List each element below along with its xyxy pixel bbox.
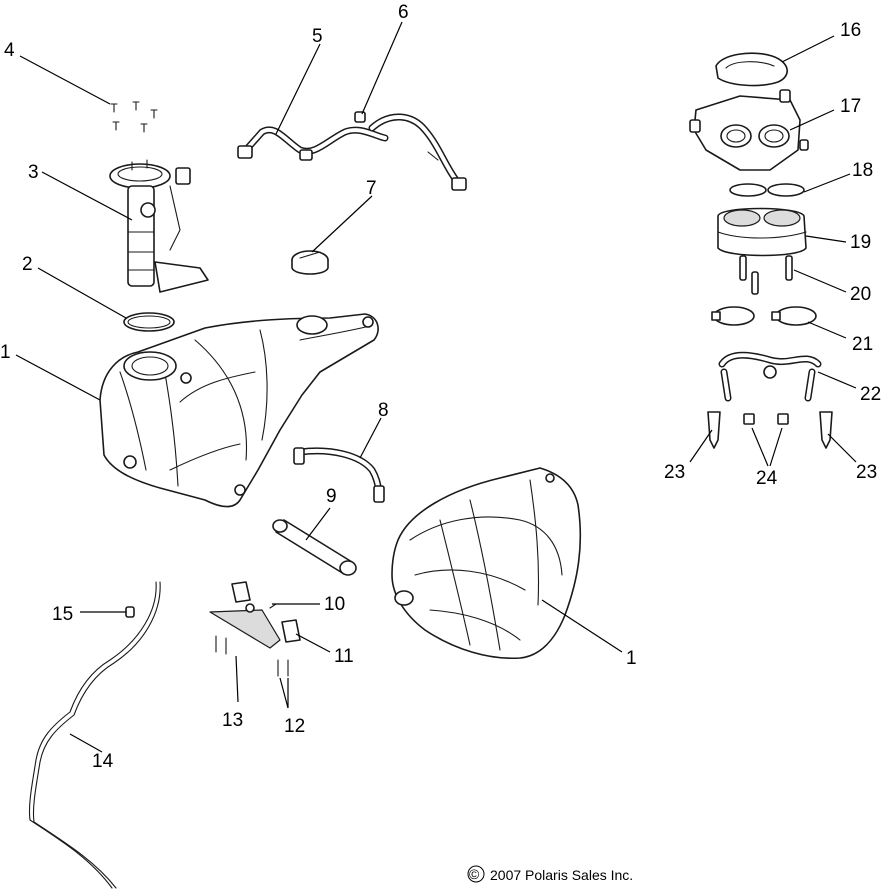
- screws: [110, 101, 158, 133]
- callout-12: 12: [284, 716, 305, 737]
- fuel-line-harness: [237, 113, 467, 191]
- fuel-rail: [718, 351, 822, 402]
- callout-6: 6: [398, 2, 409, 23]
- callout-8: 8: [378, 400, 389, 421]
- callouts: 1 2 3 4 5 6 7 8 9 10 11 12 13 14 15 1 16…: [0, 2, 881, 772]
- injector-clips: [743, 413, 789, 425]
- callout-23-right: 23: [856, 462, 877, 483]
- callout-15: 15: [52, 604, 73, 625]
- throttle-rings: [729, 183, 805, 197]
- hose-clip: [354, 111, 366, 123]
- boot-bolts: [739, 255, 793, 295]
- fuel-cap: [291, 250, 329, 275]
- intake-boot: [717, 207, 807, 257]
- callout-22: 22: [860, 384, 881, 405]
- callout-23-left: 23: [664, 462, 685, 483]
- callout-11: 11: [334, 646, 354, 667]
- fuel-injectors: [707, 411, 833, 449]
- copyright-notice: © 2007 Polaris Sales Inc.: [467, 865, 633, 883]
- callout-18: 18: [852, 160, 873, 181]
- hose-sleeve: [272, 519, 357, 576]
- callout-24: 24: [756, 468, 778, 489]
- fuel-pump-assembly: [109, 159, 209, 293]
- callout-16: 16: [840, 20, 861, 41]
- callout-20: 20: [850, 284, 871, 305]
- copyright-text: 2007 Polaris Sales Inc.: [490, 867, 633, 883]
- callout-14: 14: [92, 751, 114, 772]
- callout-5: 5: [312, 26, 323, 47]
- callout-1-lower: 1: [626, 648, 637, 669]
- callout-17: 17: [840, 96, 861, 117]
- tank-bracket: [209, 581, 301, 649]
- intake-gasket: [715, 52, 788, 87]
- callout-10: 10: [324, 594, 345, 615]
- vent-clip: [125, 606, 135, 618]
- callout-4: 4: [4, 40, 15, 61]
- callout-1-upper: 1: [0, 342, 11, 363]
- callout-13: 13: [222, 710, 243, 731]
- callout-2: 2: [22, 254, 33, 275]
- vent-hose: [293, 447, 385, 503]
- callout-19: 19: [850, 232, 871, 253]
- throttle-body: [689, 89, 809, 171]
- leader-lines: [15, 21, 857, 753]
- vent-tube: [28, 581, 161, 889]
- copyright-symbol: ©: [469, 866, 480, 882]
- callout-7: 7: [366, 178, 377, 199]
- fuel-tank-lower: [391, 467, 582, 660]
- hose-clamps: [711, 306, 817, 326]
- callout-9: 9: [326, 486, 337, 507]
- bracket-screws: [215, 635, 289, 677]
- callout-21: 21: [852, 334, 873, 355]
- callout-3: 3: [28, 162, 39, 183]
- fuel-tank-upper: [99, 313, 379, 508]
- o-ring: [123, 312, 175, 332]
